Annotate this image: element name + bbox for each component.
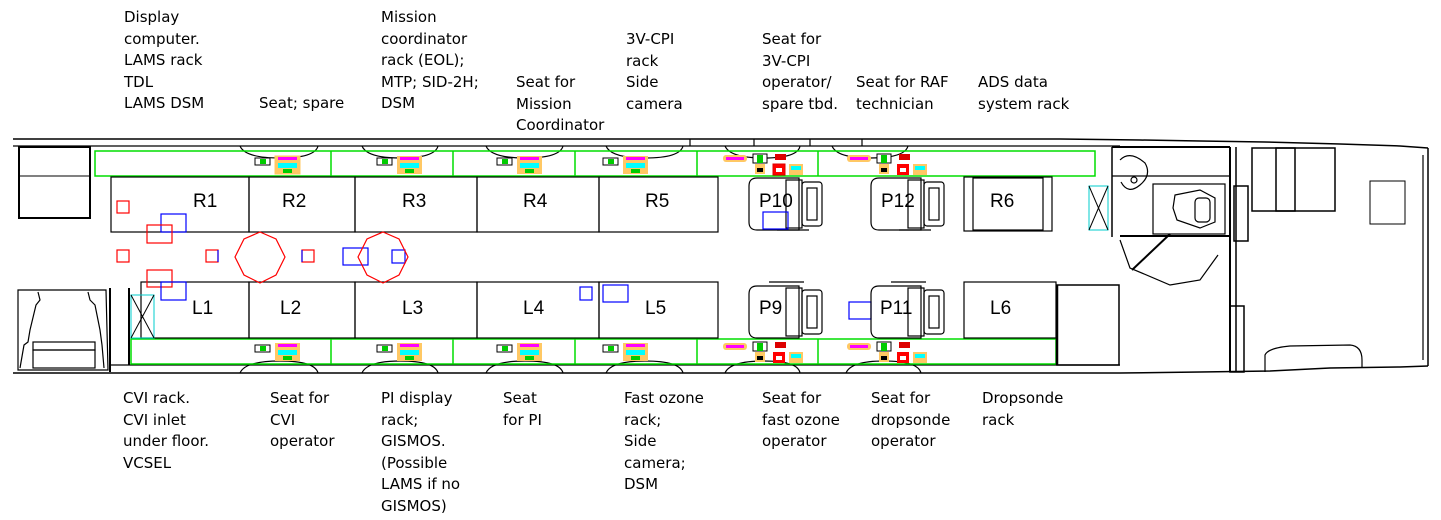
track-fixtures-top	[254, 153, 927, 176]
label-p10: P10	[759, 191, 793, 212]
label-l4: L4	[523, 298, 545, 319]
annotation-r4: Seat for Mission Coordinator	[516, 73, 605, 134]
windows-bottom	[239, 360, 922, 374]
fuselage-bottom-wall	[13, 365, 1429, 374]
aft-cabinets	[1251, 147, 1406, 372]
bay-r5	[598, 176, 719, 233]
label-r6: R6	[990, 191, 1014, 212]
annotation-r3: Mission coordinator rack (EOL); MTP; SID…	[381, 8, 479, 112]
left-racks	[140, 281, 1120, 366]
annotation-l6: Dropsonde rack	[982, 389, 1064, 429]
lavatory	[1111, 146, 1230, 286]
p10-marker	[762, 211, 789, 230]
aisle-octagons	[234, 231, 409, 284]
label-p11: P11	[880, 298, 912, 319]
seat-p9	[748, 281, 823, 339]
label-l6: L6	[990, 298, 1011, 319]
aft-hatch-marker	[1088, 185, 1109, 231]
annotation-p12: Seat for RAF technician	[856, 73, 949, 113]
label-r5: R5	[645, 191, 669, 212]
bay-l2	[248, 281, 356, 339]
annotation-r6: ADS data system rack	[978, 73, 1070, 113]
annotation-p10: Seat for 3V-CPI operator/ spare tbd.	[762, 30, 839, 113]
cvi-inlet-marker	[130, 294, 155, 339]
annotation-l4: Seat for PI	[503, 389, 542, 429]
forward-seat-structure	[17, 288, 130, 372]
annotation-p9: Seat for fast ozone operator	[762, 389, 840, 450]
bay-r6-outer	[963, 176, 1053, 232]
label-p9: P9	[759, 298, 782, 319]
bay-r6-inner	[972, 177, 1044, 231]
track-fixtures-bottom	[254, 341, 927, 363]
seat-p11	[870, 281, 945, 339]
annotation-p11: Seat for dropsonde operator	[871, 389, 951, 450]
annotation-l2: Seat for CVI operator	[270, 389, 335, 450]
label-r1: R1	[193, 191, 217, 212]
label-l1: L1	[192, 298, 213, 319]
label-r3: R3	[402, 191, 426, 212]
annotation-r5: 3V-CPI rack Side camera	[626, 30, 683, 113]
label-r2: R2	[282, 191, 306, 212]
right-racks	[110, 176, 1053, 233]
annotation-r1: Display computer. LAMS rack TDL LAMS DSM	[124, 8, 205, 112]
label-l3: L3	[402, 298, 423, 319]
windows-top	[239, 139, 909, 159]
seat-p10	[748, 177, 823, 231]
label-l2: L2	[280, 298, 301, 319]
bay-labels: R1 R2 R3 R4 R5 P10 P12 R6 L1 L2 L3 L4 L5…	[192, 191, 1014, 319]
fuselage-top-wall	[13, 138, 1429, 149]
annotation-l1: CVI rack. CVI inlet under floor. VCSEL	[123, 389, 210, 472]
bay-r1	[110, 176, 250, 233]
label-p12: P12	[881, 191, 915, 212]
aisle-markers	[116, 200, 872, 320]
bay-l5	[598, 281, 719, 339]
forward-closet	[18, 146, 91, 219]
label-r4: R4	[523, 191, 548, 212]
annotation-l5: Fast ozone rack; Side camera; DSM	[624, 389, 704, 493]
aft-bulkhead	[1229, 147, 1249, 373]
seat-p12	[870, 177, 945, 231]
seat-track-top	[94, 150, 1096, 177]
annotation-l3: PI display rack; GISMOS. (Possible LAMS …	[381, 389, 461, 515]
label-l5: L5	[645, 298, 666, 319]
annotation-r2: Seat; spare	[259, 94, 345, 112]
